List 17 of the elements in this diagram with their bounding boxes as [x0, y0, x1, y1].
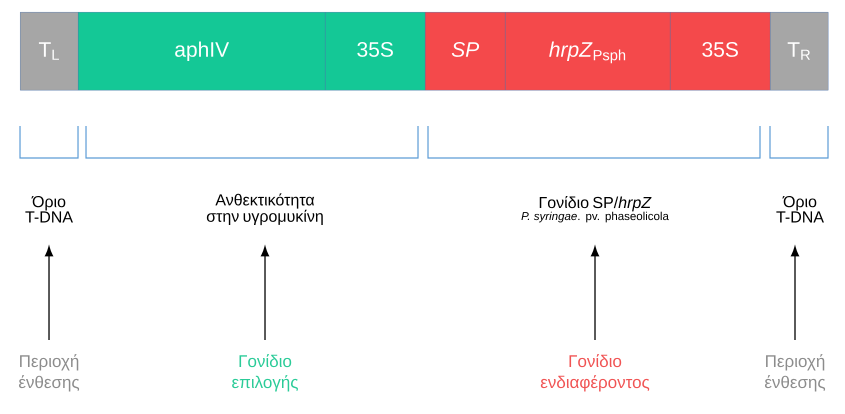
function-label: Γονίδιο ενδιαφέροντος	[540, 354, 650, 392]
region-label: Όριο T-DNA	[25, 196, 73, 222]
gene-segment: T$_{L}$	[20, 12, 78, 90]
region-label: Γονίδιο SP/hrpZ P. syringae. pv. phaseolicola	[521, 196, 669, 222]
arrow	[790, 246, 800, 340]
arrow	[261, 246, 270, 340]
gene-segment: 35S	[670, 12, 770, 90]
function-label: Περιοχή ένθεσης	[764, 354, 826, 392]
function-label: Γονίδιο επιλογής	[232, 354, 298, 392]
gene-segment: SP	[425, 12, 506, 90]
gene-segment: 35S	[325, 12, 426, 90]
region-label: Ανθεκτικότητα στην υγρομυκίνη	[206, 193, 323, 226]
arrow	[590, 246, 600, 340]
gene-segment: T$_{R}$	[770, 12, 828, 90]
arrow	[45, 246, 54, 340]
region-label: Όριο T-DNA	[776, 196, 824, 222]
function-label: Περιοχή ένθεσης	[18, 354, 80, 392]
